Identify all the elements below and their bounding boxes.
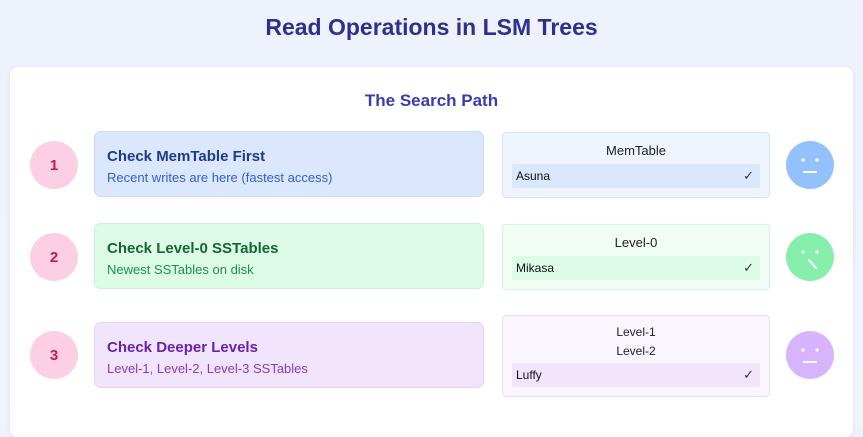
deeper-levels-store: Level-1 Level-2 Luffy ✓: [502, 315, 770, 397]
neutral-face-icon: [786, 331, 834, 379]
step-number-badge: 3: [30, 331, 78, 379]
step-number-badge: 2: [30, 233, 78, 281]
check-icon: ✓: [743, 168, 754, 183]
step-description: Newest SSTables on disk: [107, 262, 254, 277]
page-title: Read Operations in LSM Trees: [265, 14, 598, 40]
record-entry: Asuna ✓: [512, 164, 760, 188]
store-label: Level-2: [616, 344, 656, 358]
step-box-memtable: Check MemTable First Recent writes are h…: [94, 131, 484, 197]
neutral-face-icon: [786, 141, 834, 189]
store-label: MemTable: [606, 143, 666, 158]
store-label: Level-0: [614, 235, 658, 250]
section-subtitle: The Search Path: [364, 91, 499, 110]
step-number-badge: 1: [30, 141, 78, 189]
record-key: Asuna: [516, 169, 551, 183]
record-key: Mikasa: [516, 261, 555, 275]
store-label: Level-1: [616, 325, 656, 339]
record-entry: Luffy ✓: [512, 363, 760, 387]
step-box-level0: Check Level-0 SSTables Newest SSTables o…: [94, 223, 484, 289]
record-key: Luffy: [516, 368, 542, 382]
level0-store: Level-0 Mikasa ✓: [502, 224, 770, 290]
step-title: Check Deeper Levels: [107, 339, 258, 356]
record-entry: Mikasa ✓: [512, 256, 760, 280]
step-title: Check Level-0 SSTables: [107, 240, 279, 257]
step-description: Recent writes are here (fastest access): [107, 170, 333, 185]
memtable-store: MemTable Asuna ✓: [502, 132, 770, 198]
step-description: Level-1, Level-2, Level-3 SSTables: [107, 361, 308, 376]
check-icon: ✓: [743, 260, 754, 275]
step-box-deeper-levels: Check Deeper Levels Level-1, Level-2, Le…: [94, 322, 484, 388]
search-path-card: The Search Path 1 Check MemTable First R…: [10, 67, 853, 437]
step-title: Check MemTable First: [107, 148, 266, 165]
surprised-face-icon: [786, 233, 834, 281]
check-icon: ✓: [743, 367, 754, 382]
